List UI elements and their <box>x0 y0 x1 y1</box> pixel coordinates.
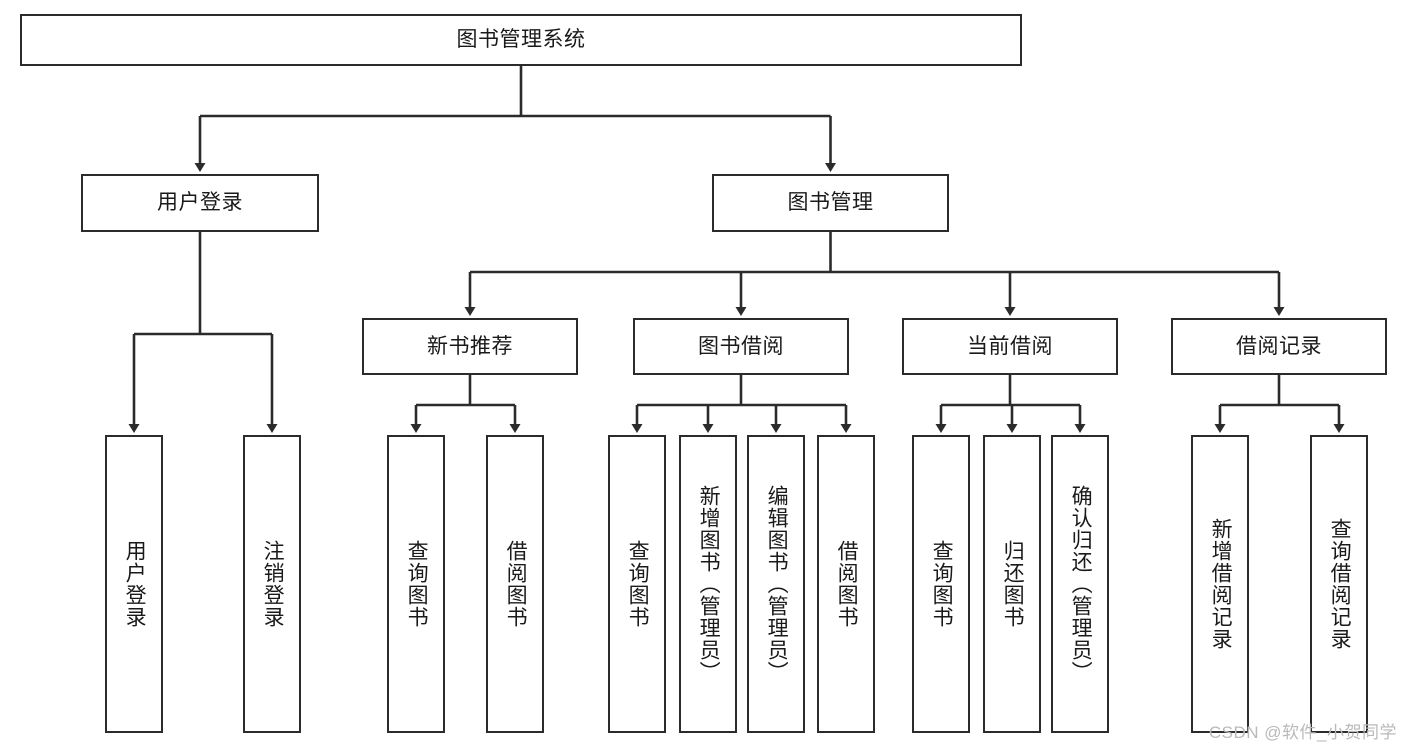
node-label: 确认归还（管理员） <box>1069 485 1093 683</box>
node-label: 图书管理系统 <box>456 28 586 52</box>
node-leaf-cur-return[interactable]: 归还图书 <box>983 435 1041 733</box>
node-leaf-rec-query[interactable]: 查询图书 <box>387 435 445 733</box>
node-label: 新书推荐 <box>427 334 513 358</box>
node-book-manage[interactable]: 图书管理 <box>712 174 949 232</box>
node-label: 借阅图书 <box>504 540 528 628</box>
node-leaf-cur-confirm[interactable]: 确认归还（管理员） <box>1051 435 1109 733</box>
node-label: 用户登录 <box>123 540 147 628</box>
node-label: 查询图书 <box>405 540 429 628</box>
node-label: 新增借阅记录 <box>1209 518 1233 650</box>
node-leaf-book-edit[interactable]: 编辑图书（管理员） <box>747 435 805 733</box>
node-leaf-rec-add[interactable]: 新增借阅记录 <box>1191 435 1249 733</box>
node-label: 查询图书 <box>626 540 650 628</box>
node-label: 归还图书 <box>1001 540 1025 628</box>
watermark: CSDN @软件_小贺同学 <box>1208 723 1397 742</box>
node-leaf-book-add[interactable]: 新增图书（管理员） <box>679 435 737 733</box>
node-leaf-cur-query[interactable]: 查询图书 <box>912 435 970 733</box>
node-label: 图书借阅 <box>698 334 784 358</box>
node-leaf-book-borrow[interactable]: 借阅图书 <box>817 435 875 733</box>
node-leaf-borrow-query[interactable]: 查询图书 <box>608 435 666 733</box>
node-label: 当前借阅 <box>967 334 1053 358</box>
node-book-borrow[interactable]: 图书借阅 <box>633 318 849 375</box>
node-label: 查询借阅记录 <box>1328 518 1352 650</box>
node-label: 查询图书 <box>930 540 954 628</box>
node-lend-record[interactable]: 借阅记录 <box>1171 318 1387 375</box>
node-new-book-rec[interactable]: 新书推荐 <box>362 318 578 375</box>
node-label: 新增图书（管理员） <box>697 485 721 683</box>
node-label: 借阅图书 <box>835 540 859 628</box>
node-leaf-rec-search[interactable]: 查询借阅记录 <box>1310 435 1368 733</box>
node-label: 注销登录 <box>261 540 285 628</box>
node-leaf-user-login[interactable]: 用户登录 <box>105 435 163 733</box>
node-label: 图书管理 <box>787 191 874 215</box>
node-user-login[interactable]: 用户登录 <box>81 174 319 232</box>
node-leaf-rec-borrow[interactable]: 借阅图书 <box>486 435 544 733</box>
node-label: 编辑图书（管理员） <box>765 485 789 683</box>
node-root[interactable]: 图书管理系统 <box>20 14 1022 66</box>
node-label: 用户登录 <box>157 191 243 215</box>
node-current-lend[interactable]: 当前借阅 <box>902 318 1118 375</box>
node-label: 借阅记录 <box>1236 334 1322 358</box>
node-leaf-user-logout[interactable]: 注销登录 <box>243 435 301 733</box>
